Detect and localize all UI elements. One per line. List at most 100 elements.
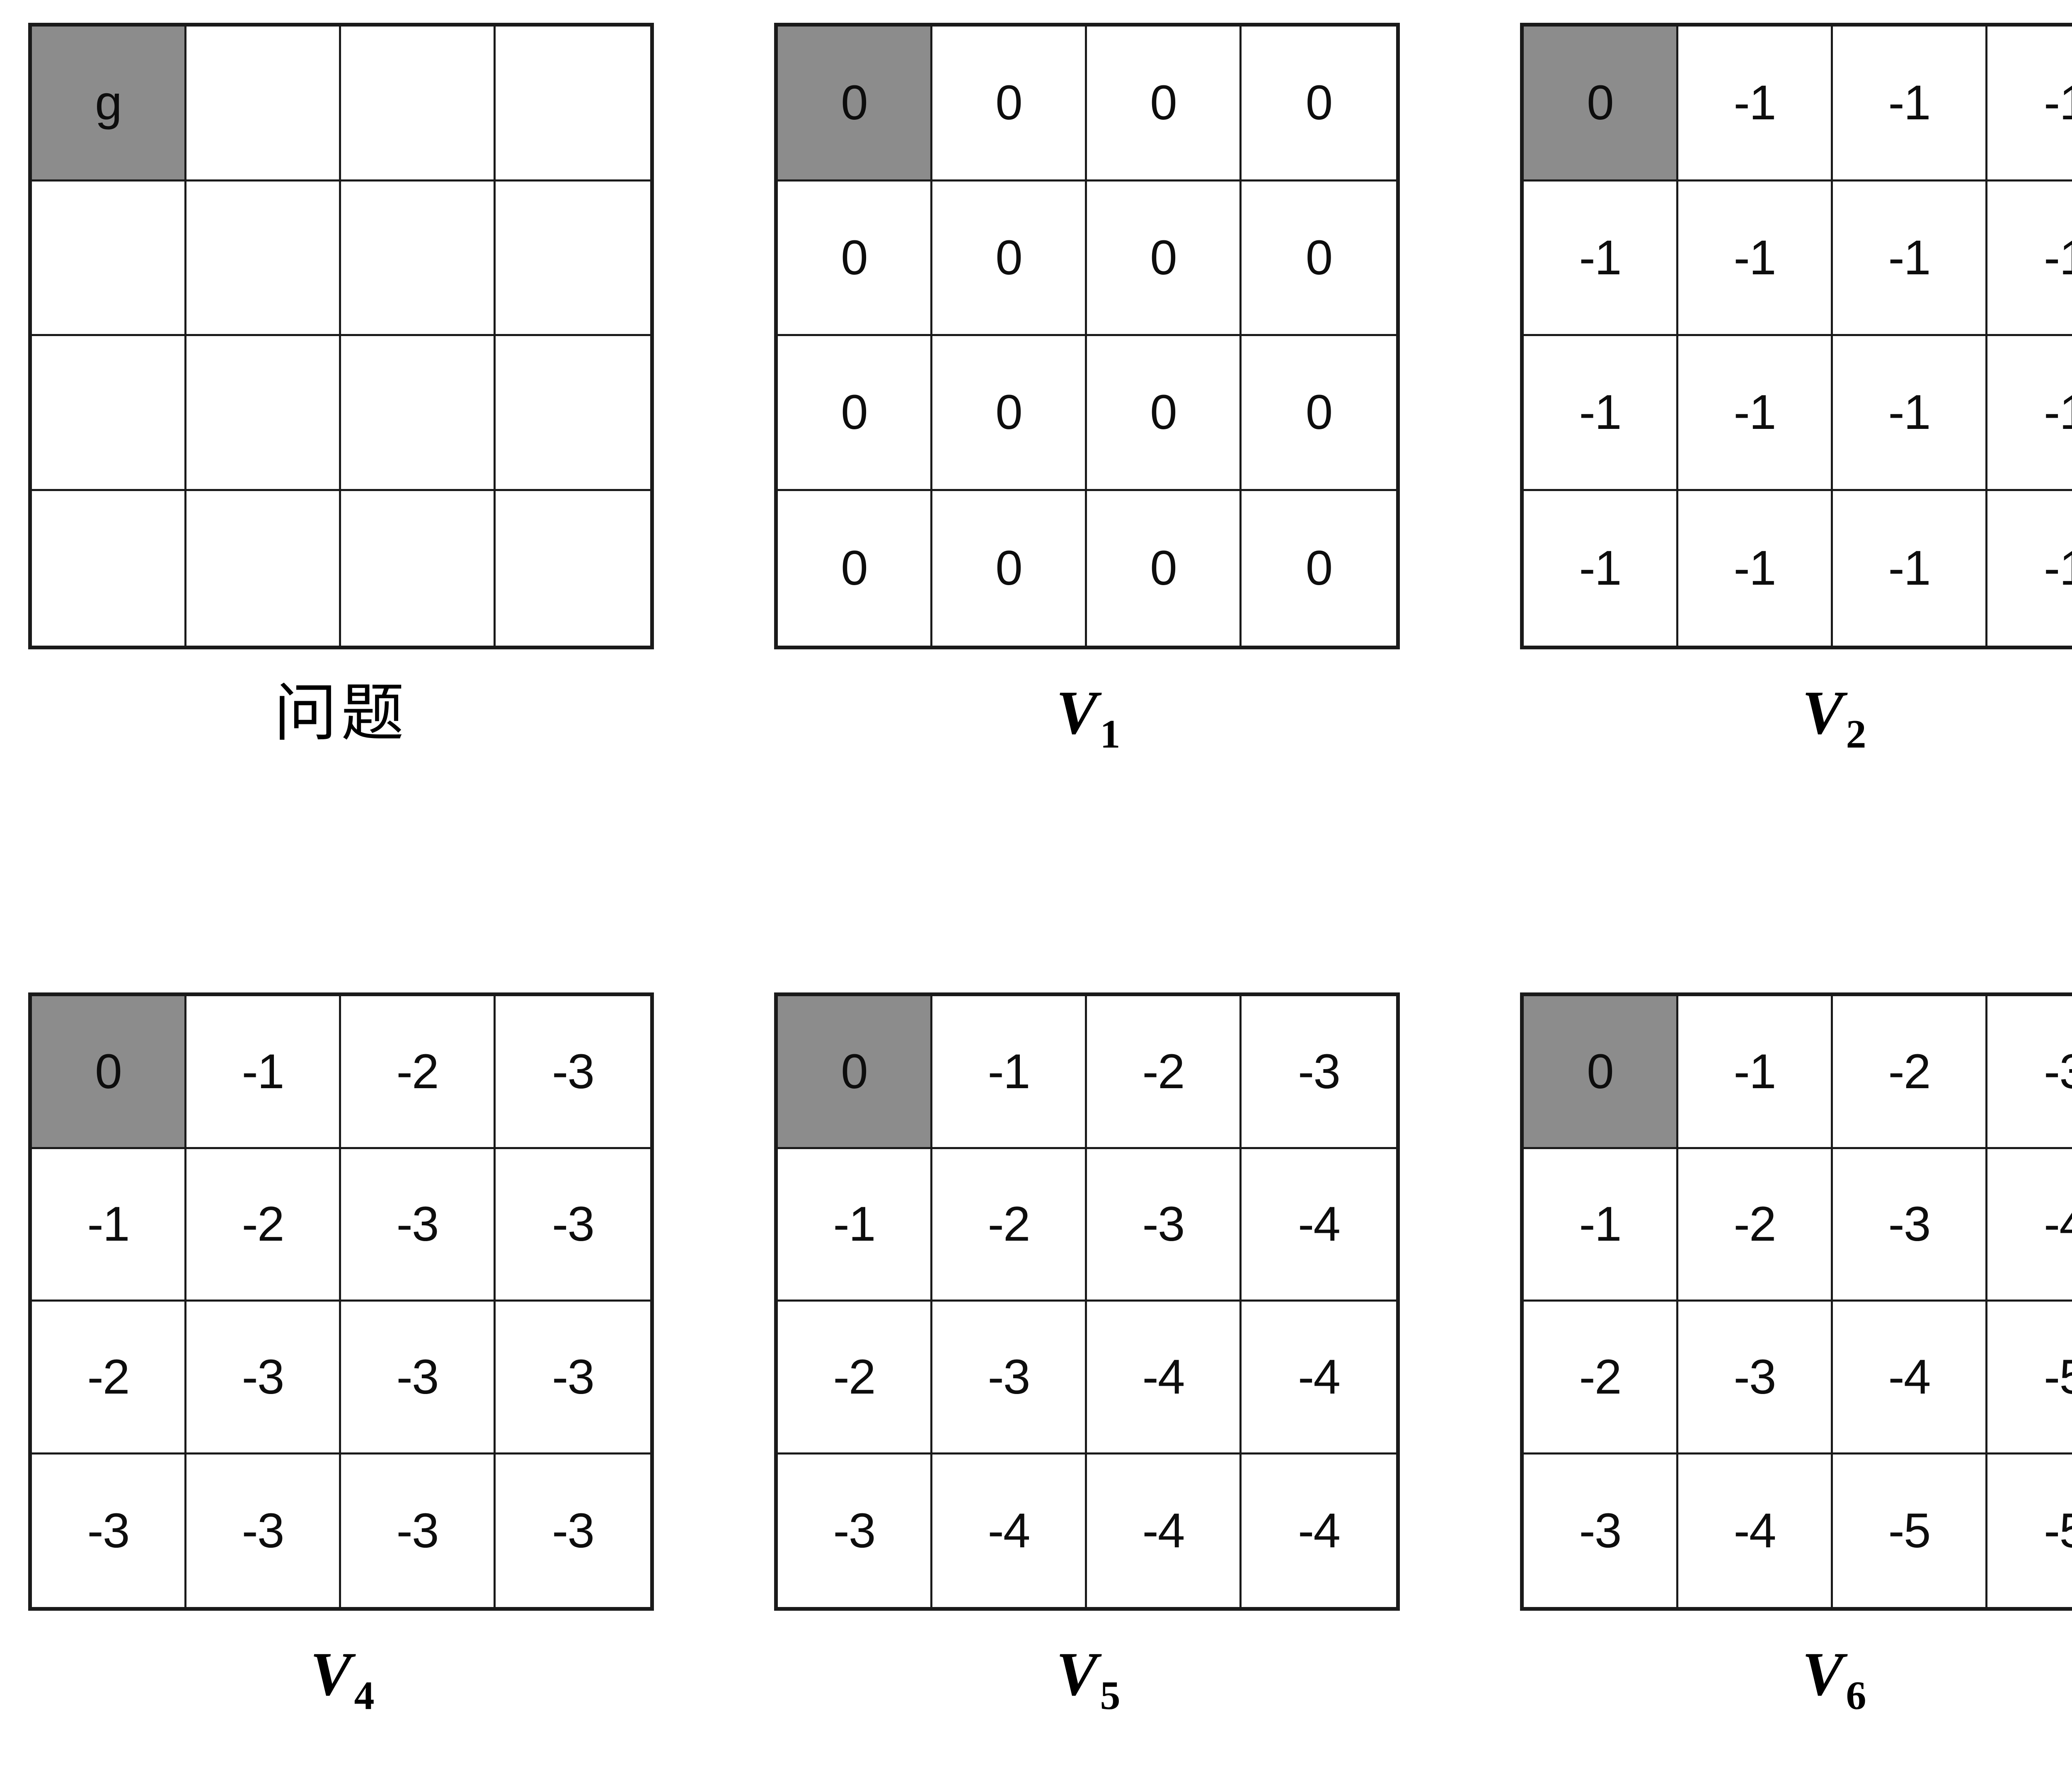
grid-cell: 0 xyxy=(1524,27,1678,182)
grid-cell: -1 xyxy=(932,996,1087,1149)
grid-cell: -2 xyxy=(32,1302,186,1455)
panel-label-base: V xyxy=(1056,678,1098,747)
grid-cell: -5 xyxy=(1833,1454,1987,1607)
grid-cell: -3 xyxy=(341,1454,496,1607)
grid-cell: -2 xyxy=(1833,996,1987,1149)
grid-cell: -1 xyxy=(1678,491,1833,646)
grid-cell: -2 xyxy=(1678,1149,1833,1302)
grid-cell: -4 xyxy=(1833,1302,1987,1455)
grid-cell xyxy=(341,336,496,491)
panel-label-problem: 问题 xyxy=(28,682,654,814)
grid-cell: -1 xyxy=(1524,181,1678,336)
grid-cell: -3 xyxy=(341,1149,496,1302)
grid-cell: -4 xyxy=(932,1454,1087,1607)
grid-cell: -1 xyxy=(1678,27,1833,182)
grid-cell xyxy=(32,491,186,646)
grid-cell: -4 xyxy=(1678,1454,1833,1607)
grid-cell: -2 xyxy=(1087,996,1242,1149)
grid-cell: -3 xyxy=(1524,1454,1678,1607)
grid-cell: -1 xyxy=(1987,181,2072,336)
grid-cell xyxy=(496,491,650,646)
grid-cell: -4 xyxy=(1242,1454,1396,1607)
grid-cell: 0 xyxy=(778,181,932,336)
grid-panel-v6: 0-1-2-3-1-2-3-4-2-3-4-5-3-4-5-5V6 xyxy=(1517,970,2072,1774)
panel-label-base: V xyxy=(1056,1640,1098,1709)
grid-cell xyxy=(32,181,186,336)
grid-cell xyxy=(186,181,341,336)
grid-cell: 0 xyxy=(1524,996,1678,1149)
grid-cell: -1 xyxy=(186,996,341,1149)
grid-cell: 0 xyxy=(1087,491,1242,646)
grid-cell: -3 xyxy=(496,1302,650,1455)
grid-cell xyxy=(32,336,186,491)
panel-label-base: V xyxy=(1802,678,1844,747)
grid-cell: -3 xyxy=(186,1302,341,1455)
grid-cell: 0 xyxy=(778,336,932,491)
panel-label-v1: V1 xyxy=(774,682,1400,814)
grid-cell: -3 xyxy=(1833,1149,1987,1302)
grid-cell xyxy=(186,336,341,491)
grid-cell: -3 xyxy=(1678,1302,1833,1455)
grid-cell xyxy=(341,27,496,182)
panel-label-subscript: 1 xyxy=(1100,712,1121,757)
panel-label-v6: V6 xyxy=(1520,1643,2072,1774)
grid-cell: -1 xyxy=(1524,1149,1678,1302)
grid-cell: 0 xyxy=(778,996,932,1149)
panel-label-v5: V5 xyxy=(774,1643,1400,1774)
grid-cell: -1 xyxy=(1678,181,1833,336)
grid-cell xyxy=(186,27,341,182)
grid-cell: 0 xyxy=(778,27,932,182)
grid-cell: 0 xyxy=(1242,27,1396,182)
grid-cell: 0 xyxy=(932,491,1087,646)
grid-cell: -1 xyxy=(1524,491,1678,646)
grid-cell: -4 xyxy=(1987,1149,2072,1302)
grid-cell: 0 xyxy=(1242,181,1396,336)
grid-cell: -3 xyxy=(1242,996,1396,1149)
panel-label-text: V1 xyxy=(1056,682,1120,755)
grid-cell: -2 xyxy=(186,1149,341,1302)
grid-cell: -1 xyxy=(1833,181,1987,336)
grid-cell xyxy=(341,491,496,646)
grid-cell: -4 xyxy=(1242,1302,1396,1455)
grid-cell: -1 xyxy=(1987,27,2072,182)
grid-cell: -3 xyxy=(32,1454,186,1607)
grid-panel-v2: 0-1-1-1-1-1-1-1-1-1-1-1-1-1-1-1V2 xyxy=(1517,0,2072,970)
grid-cell: -3 xyxy=(1987,996,2072,1149)
panel-label-base: V xyxy=(1802,1640,1844,1709)
grid-cell: -3 xyxy=(341,1302,496,1455)
grid-cell: -1 xyxy=(1833,491,1987,646)
grid-panel-problem: g 问题 xyxy=(25,0,771,970)
grid-cell: -2 xyxy=(1524,1302,1678,1455)
grid-cell: -2 xyxy=(341,996,496,1149)
panel-label-subscript: 2 xyxy=(1846,712,1866,757)
grid-cell: 0 xyxy=(932,336,1087,491)
panel-label-text: V5 xyxy=(1056,1643,1120,1716)
panel-label-subscript: 6 xyxy=(1846,1673,1866,1718)
grid-cell: -3 xyxy=(496,1454,650,1607)
grid-cell xyxy=(341,181,496,336)
grid-cell: -3 xyxy=(496,1149,650,1302)
grid-cell: -5 xyxy=(1987,1454,2072,1607)
grid-cell: -4 xyxy=(1087,1302,1242,1455)
value-grid-problem: g xyxy=(28,23,654,649)
value-grid-v6: 0-1-2-3-1-2-3-4-2-3-4-5-3-4-5-5 xyxy=(1520,992,2072,1611)
panel-label-text: 问题 xyxy=(274,676,408,750)
grid-cell: -1 xyxy=(1524,336,1678,491)
grid-cell: g xyxy=(32,27,186,182)
grid-cell: -3 xyxy=(932,1302,1087,1455)
grid-cell: -2 xyxy=(778,1302,932,1455)
value-grid-v2: 0-1-1-1-1-1-1-1-1-1-1-1-1-1-1-1 xyxy=(1520,23,2072,649)
grid-cell xyxy=(496,27,650,182)
grid-cell: -5 xyxy=(1987,1302,2072,1455)
panel-label-subscript: 5 xyxy=(1100,1673,1121,1718)
value-grid-v5: 0-1-2-3-1-2-3-4-2-3-4-4-3-4-4-4 xyxy=(774,992,1400,1611)
grid-cell: -1 xyxy=(1678,996,1833,1149)
grid-cell: -1 xyxy=(1987,491,2072,646)
panel-label-base: V xyxy=(310,1640,352,1709)
panel-label-text: V4 xyxy=(310,1643,374,1716)
grid-cell: -3 xyxy=(186,1454,341,1607)
grid-cell: -4 xyxy=(1242,1149,1396,1302)
